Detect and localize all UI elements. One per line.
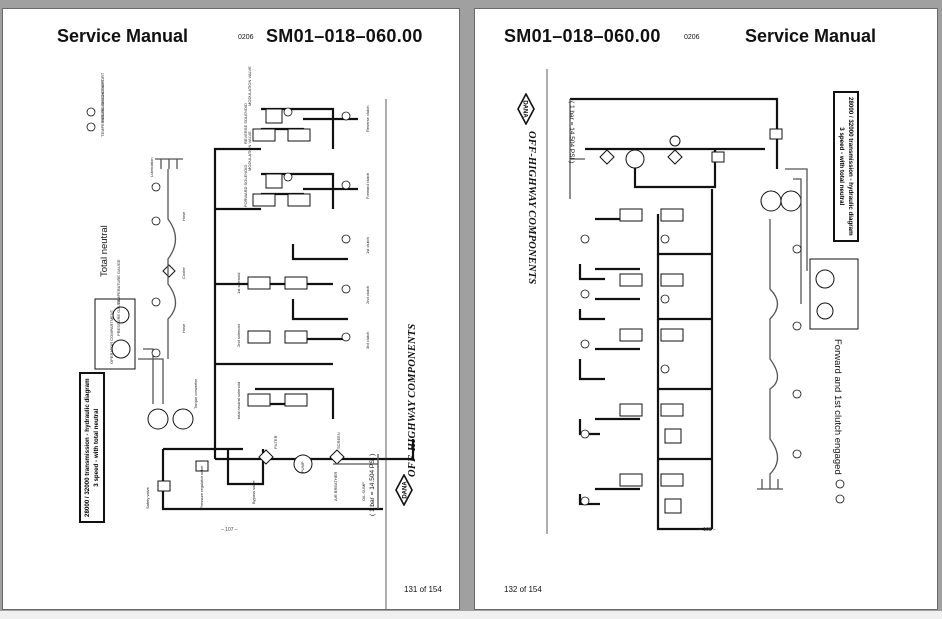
dana-logo: DANA xyxy=(395,473,413,507)
label-reverse-clutch: Reverse clutch xyxy=(365,105,370,132)
header-revision: 0206 xyxy=(238,34,254,41)
label-oil-sump: OIL SUMP xyxy=(361,482,366,501)
label-modulation-valve-1: MODULATION VALVE xyxy=(247,66,252,106)
label-2nd-clutch: 2nd clutch xyxy=(365,285,370,304)
conversion-note: ( 1 bar = 14.504 PSI ) xyxy=(369,453,376,516)
document-page-right: SM01–018–060.00 0206 Service Manual xyxy=(474,8,938,610)
conversion-note: ( 1 bar = 14.504 PSI ) xyxy=(568,101,575,164)
state-label: Total neutral xyxy=(99,225,110,277)
diagram-title-line2: 3 speed - with total neutral xyxy=(93,408,100,487)
diagram-title-line1: 28000 / 32000 transmission - hydraulic d… xyxy=(847,97,854,236)
label-lubrication: Lubrication xyxy=(149,157,154,177)
viewer-bottom-bar xyxy=(0,611,942,619)
print-page-number: – 108 – xyxy=(699,527,716,533)
diagram-title-line2: 3 speed - with total neutral xyxy=(838,127,845,206)
label-modulation-valve-2: MODULATION VALVE xyxy=(247,131,252,171)
label-operator-compartment: OPERATOR COMPARTMENT xyxy=(109,309,114,364)
diagram-title-box: 28000 / 32000 transmission - hydraulic d… xyxy=(79,372,105,523)
label-pump: PUMP xyxy=(300,461,305,473)
label-2nd-solenoid: 2nd solenoid xyxy=(236,324,241,347)
diagram-title-box: 28000 / 32000 transmission - hydraulic d… xyxy=(833,91,859,242)
dana-logo-text: DANA xyxy=(403,481,409,499)
brand-text: OFF-HIGHWAY COMPONENTS xyxy=(526,131,537,285)
label-forward-clutch: Forward clutch xyxy=(365,172,370,199)
dana-logo-text: DANA xyxy=(522,100,528,118)
header-code: SM01–018–060.00 xyxy=(266,26,423,46)
hydraulic-diagram-right xyxy=(546,69,859,534)
label-pressure-regulator: Pressure regulator valve xyxy=(199,465,204,509)
header-title: Service Manual xyxy=(57,26,189,46)
label-safety-valve: Safety valve xyxy=(145,487,150,509)
diagram-title-line1: 28000 / 32000 transmission - hydraulic d… xyxy=(84,378,91,517)
state-label: Forward and 1st clutch engaged xyxy=(832,339,843,475)
label-hose-2: Hose xyxy=(181,323,186,333)
label-total-neutral-solenoid: total neutral solenoid xyxy=(236,382,241,419)
label-temperature-check-port: TEMPERATURE CHECK PORT xyxy=(100,79,105,137)
print-page-number: – 107 – xyxy=(221,527,238,533)
page-indicator: 132 of 154 xyxy=(504,585,542,594)
label-hose-1: Hose xyxy=(181,211,186,221)
label-cooler: Cooler xyxy=(181,267,186,279)
label-temperature-gauge: TEMPERATURE GAUGE xyxy=(116,259,121,306)
label-1st-solenoid: 1st solenoid xyxy=(236,272,241,294)
label-filter: FILTER xyxy=(273,435,278,449)
header-title: Service Manual xyxy=(745,26,877,46)
label-screen: SCREEN xyxy=(336,432,341,449)
label-3rd-clutch: 3rd clutch xyxy=(365,331,370,349)
header-code: SM01–018–060.00 xyxy=(504,26,661,46)
label-air-breather: AIR BREATHER xyxy=(333,471,338,501)
dana-logo: DANA xyxy=(517,92,535,126)
label-bypass-valve: Bypass valve xyxy=(251,480,256,504)
label-1st-clutch: 1st clutch xyxy=(365,237,370,254)
header-revision: 0206 xyxy=(684,34,700,41)
document-page-left: Service Manual 0206 SM01–018–060.00 xyxy=(2,8,460,610)
brand-text: OFF-HIGHWAY COMPONENTS xyxy=(407,323,418,477)
label-torque-converter: Torque converter xyxy=(193,378,198,409)
label-forward-solenoid: FORWARD SOLENOID xyxy=(243,164,248,207)
hydraulic-diagram-left xyxy=(86,99,415,609)
page-indicator: 131 of 154 xyxy=(404,585,442,594)
